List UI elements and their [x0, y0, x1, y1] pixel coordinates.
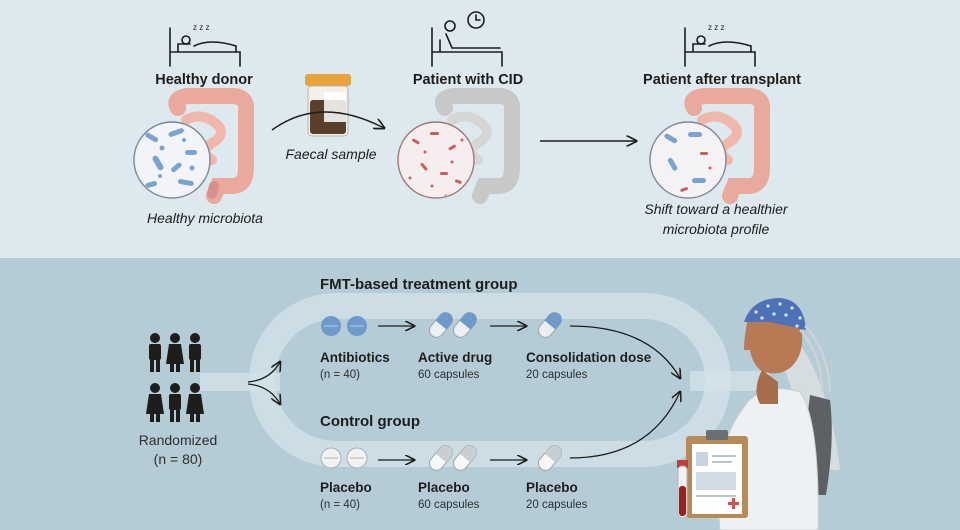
antibiotic-tablets-icon	[321, 316, 367, 336]
randomized-n: (n = 80)	[153, 451, 203, 467]
fmt-group-title: FMT-based treatment group	[320, 276, 518, 293]
transfer-arrow	[271, 111, 384, 131]
dysbiotic-microbiota-zoom	[397, 121, 475, 199]
restored-microbiota-zoom	[649, 121, 727, 199]
placebo-capsules-icon	[429, 445, 477, 471]
control-step-2-label: Placebo	[418, 480, 470, 495]
svg-text:z z z: z z z	[193, 23, 209, 32]
control-to-outcome-arrow	[569, 392, 680, 459]
split-arrow-down	[247, 383, 280, 404]
split-arrow-up	[247, 362, 280, 383]
sleeping-donor-icon: z z z	[169, 23, 241, 67]
control-step-2-sub: 60 capsules	[418, 499, 480, 511]
fmt-to-outcome-arrow	[569, 325, 680, 378]
fmt-step-2-sub: 60 capsules	[418, 369, 480, 381]
fmt-step-1-sub: (n = 40)	[320, 369, 360, 381]
sick-patient-icon	[431, 11, 503, 67]
active-capsules-icon	[429, 312, 477, 338]
participants-icon	[146, 333, 204, 422]
placebo-capsule-icon	[538, 445, 562, 471]
healthy-microbiota-zoom	[133, 121, 211, 199]
control-step-1-label: Placebo	[320, 480, 372, 495]
blood-tube-icon	[677, 460, 688, 519]
consolidation-capsule-icon	[538, 312, 562, 338]
control-group-title: Control group	[320, 413, 420, 430]
fmt-step-2-label: Active drug	[418, 350, 493, 365]
control-step-3-label: Placebo	[526, 480, 578, 495]
after-caption-line2: microbiota profile	[662, 221, 770, 237]
svg-text:z z z: z z z	[708, 23, 724, 32]
clipboard-icon	[686, 430, 748, 518]
control-step-3-sub: 20 capsules	[526, 499, 588, 511]
sample-label: Faecal sample	[285, 146, 377, 162]
after-transplant-label: Patient after transplant	[643, 72, 801, 88]
fmt-step-1-label: Antibiotics	[320, 350, 390, 365]
faecal-sample-jar-icon	[305, 74, 351, 137]
sleeping-recipient-icon: z z z	[684, 23, 756, 67]
donor-label: Healthy donor	[155, 72, 253, 88]
placebo-tablets-icon	[320, 447, 368, 469]
control-step-1-sub: (n = 40)	[320, 499, 360, 511]
donor-caption: Healthy microbiota	[147, 210, 263, 226]
patient-label: Patient with CID	[412, 72, 524, 88]
after-caption-line1: Shift toward a healthier	[644, 201, 788, 217]
randomized-label: Randomized	[138, 432, 218, 448]
fmt-step-3-label: Consolidation dose	[526, 350, 652, 365]
fmt-step-3-sub: 20 capsules	[526, 369, 588, 381]
